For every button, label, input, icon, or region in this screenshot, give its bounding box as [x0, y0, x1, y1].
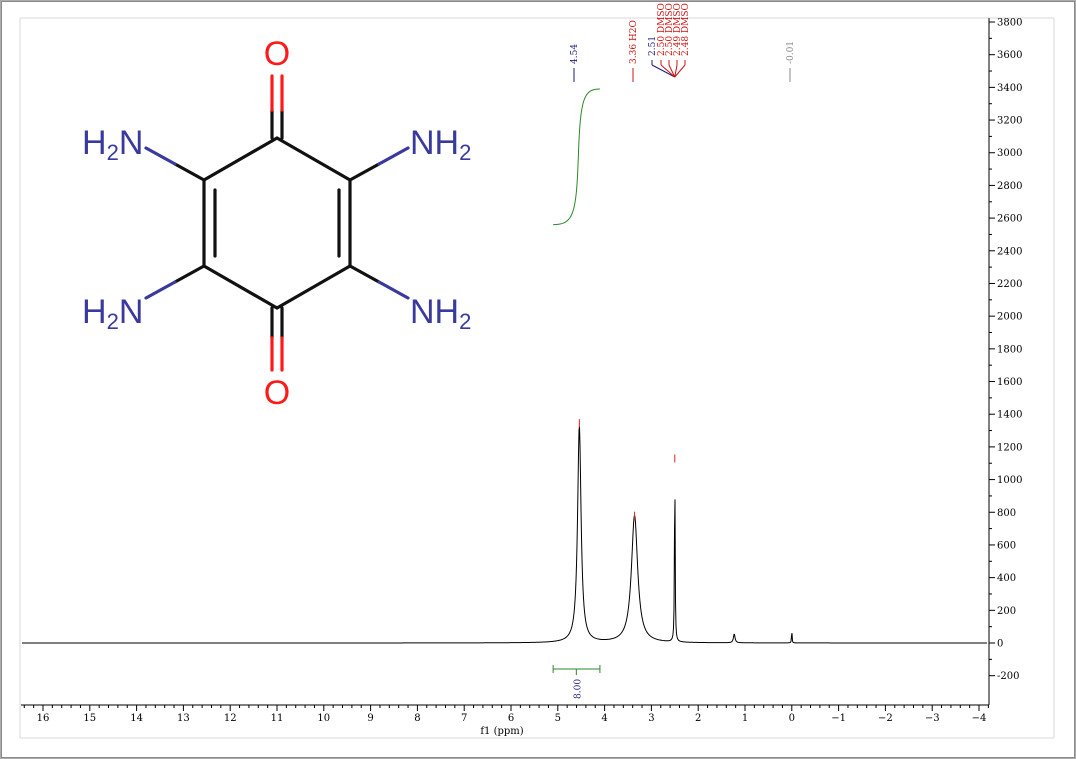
- x-tick-label: 1: [742, 713, 748, 724]
- bond-lines: [144, 74, 410, 372]
- x-tick-label: 14: [130, 713, 143, 724]
- y-tick-label: 1600: [997, 377, 1022, 388]
- x-tick-label: 3: [648, 713, 654, 724]
- y-tick-label: 400: [997, 573, 1016, 584]
- y-tick-label: 1800: [997, 344, 1022, 355]
- x-axis-title: f1 (ppm): [480, 726, 523, 737]
- peak-label: 2.48 DMSO: [681, 3, 691, 56]
- x-tick-label: −2: [878, 713, 893, 724]
- amine-bottom-right-label: NH2: [410, 293, 471, 334]
- integral-layer: 8.00: [552, 88, 601, 699]
- spectrum-layer: [22, 419, 987, 644]
- peak-label: 2.50 DMSO: [665, 3, 675, 56]
- peak-label: -0.01: [786, 41, 796, 64]
- peak-label: 2.51: [648, 36, 658, 56]
- peak-label: 2.50 DMSO: [657, 3, 667, 56]
- amine-top-right-label: NH2: [410, 124, 471, 165]
- y-tick-label: 200: [997, 606, 1016, 617]
- x-tick-label: 0: [789, 713, 795, 724]
- y-axis: -200 0 200 400 600 800 1000 1200 1400 1600 1800 200…: [988, 18, 1022, 705]
- peak-label-leader: [660, 64, 676, 78]
- x-tick-label: 7: [461, 713, 467, 724]
- y-tick-label: 3600: [997, 50, 1022, 61]
- y-tick-label: 2600: [997, 214, 1022, 225]
- x-tick-label: 8: [414, 713, 420, 724]
- y-tick-label: 0: [997, 639, 1003, 650]
- integral-value: 8.00: [573, 679, 583, 699]
- x-tick-label: 13: [177, 713, 190, 724]
- y-tick-label: 600: [997, 540, 1016, 551]
- x-tick-label: −3: [925, 713, 940, 724]
- integral-curve: [553, 88, 600, 226]
- y-tick-label: 3400: [997, 83, 1022, 94]
- oxygen-bottom-label: O: [264, 374, 290, 412]
- y-tick-label: 1000: [997, 475, 1022, 486]
- peak-label: 3.36 H2O: [629, 20, 639, 64]
- y-tick-label: 2000: [997, 312, 1022, 323]
- x-tick-label: −4: [972, 713, 987, 724]
- y-tick-label: 800: [997, 508, 1016, 519]
- molecule-structure: O O H2N NH2 H2N NH2: [82, 35, 471, 412]
- amine-top-left-label: H2N: [82, 124, 143, 165]
- y-tick-label: 3200: [997, 116, 1022, 127]
- oxygen-top-label: O: [264, 35, 290, 73]
- amine-bottom-left-label: H2N: [82, 293, 143, 334]
- x-tick-label: 16: [37, 713, 50, 724]
- y-tick-label: -200: [997, 671, 1019, 682]
- peak-label: 2.49 DMSO: [673, 3, 683, 56]
- y-tick-label: 3800: [997, 18, 1022, 29]
- x-tick-label: 9: [367, 713, 373, 724]
- peak-label-leader: [674, 64, 686, 78]
- y-tick-label: 3000: [997, 148, 1022, 159]
- y-tick-label: 1400: [997, 410, 1022, 421]
- peak-label: 4.54: [570, 44, 580, 64]
- y-tick-label: 2200: [997, 279, 1022, 290]
- x-tick-label: 10: [317, 713, 330, 724]
- x-tick-label: 12: [224, 713, 237, 724]
- x-tick-label: 6: [508, 713, 514, 724]
- x-tick-label: 11: [271, 713, 284, 724]
- y-tick-label: 2400: [997, 246, 1022, 257]
- x-tick-label: −1: [831, 713, 846, 724]
- spectrum-line: [22, 426, 987, 644]
- x-tick-label: 4: [601, 713, 607, 724]
- y-tick-label: 2800: [997, 181, 1022, 192]
- x-tick-label: 5: [555, 713, 561, 724]
- y-tick-label: 1200: [997, 442, 1022, 453]
- x-tick-label: 15: [83, 713, 96, 724]
- x-tick-label: 2: [695, 713, 701, 724]
- peak-label-leader: [674, 64, 678, 78]
- peak-label-leader: [651, 64, 676, 78]
- peak-label-leader: [668, 64, 676, 78]
